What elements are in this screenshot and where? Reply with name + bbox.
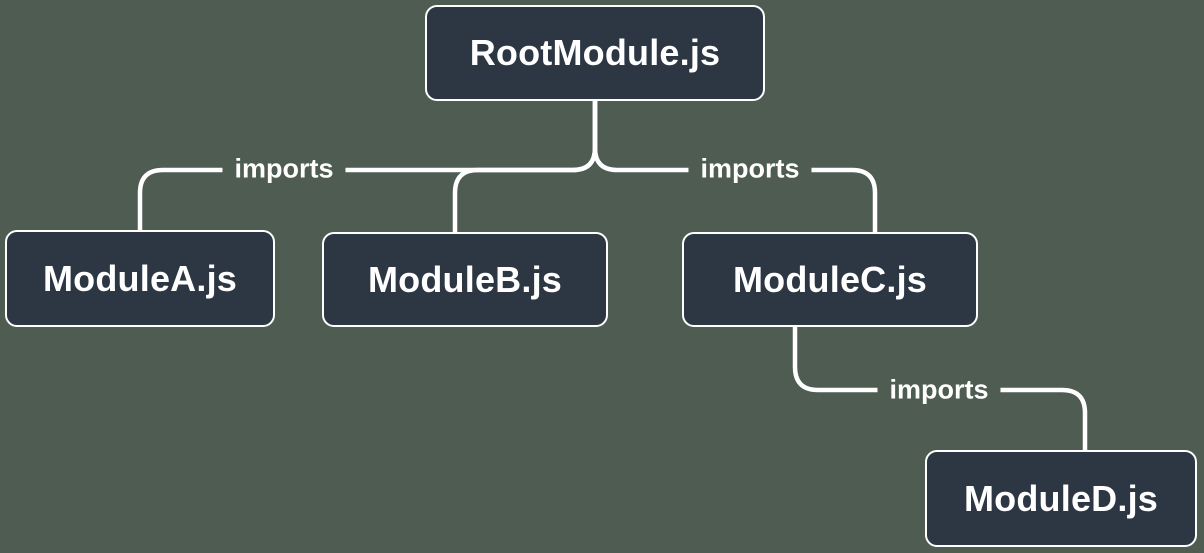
edge-label-imports-moduleC: imports [688, 151, 812, 187]
node-moduled: ModuleD.js [925, 450, 1197, 547]
node-modulea-label: ModuleA.js [42, 257, 237, 299]
node-rootmodule: RootModule.js [425, 5, 765, 101]
node-modulec-label: ModuleC.js [732, 258, 927, 300]
node-moduleb: ModuleB.js [322, 232, 608, 327]
node-rootmodule-label: RootModule.js [469, 32, 721, 73]
node-moduled-label: ModuleD.js [963, 477, 1158, 519]
node-modulea: ModuleA.js [5, 230, 275, 327]
edge-label-imports-moduleA: imports [222, 151, 346, 187]
node-modulec: ModuleC.js [682, 232, 978, 327]
node-moduleb-label: ModuleB.js [367, 258, 562, 300]
connector-root-moduleA [137, 98, 598, 233]
edge-label-imports-moduleD: imports [877, 372, 1001, 408]
connector-root-moduleB [452, 98, 598, 235]
